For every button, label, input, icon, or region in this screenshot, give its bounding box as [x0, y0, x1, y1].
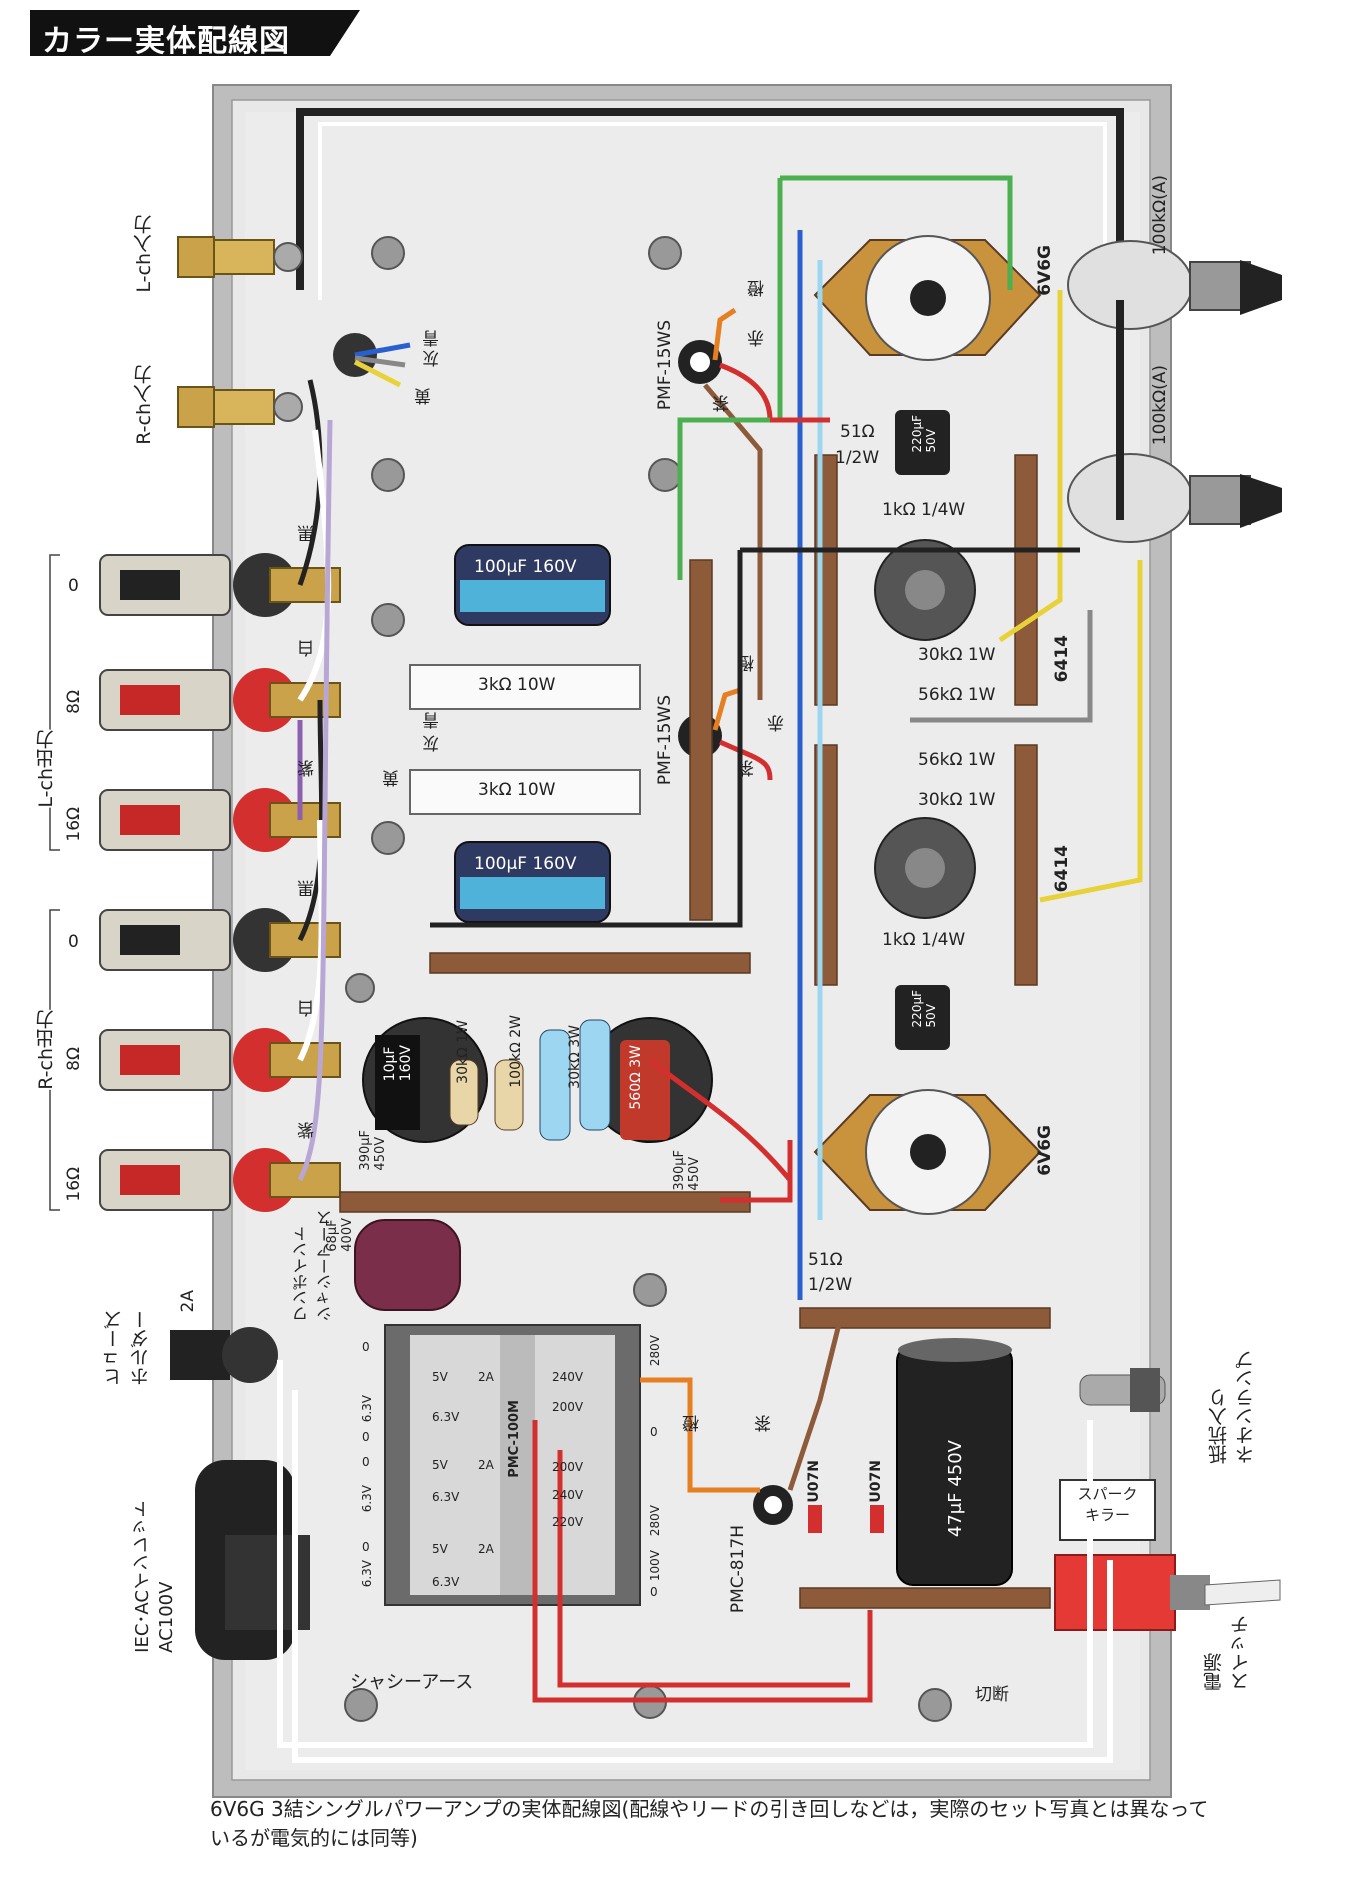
figure-caption: 6V6G 3結シングルパワーアンプの実体配線図(配線やリードの引き回しなどは，実…	[210, 1797, 1209, 1850]
chassis-screws	[344, 236, 952, 1722]
choke	[753, 1485, 793, 1525]
header-bar	[30, 10, 360, 56]
cap-220uF-bottom	[895, 985, 950, 1050]
diodes	[808, 1505, 884, 1533]
header-title: カラー実体配線図	[42, 24, 290, 59]
power-switch[interactable]	[1054, 1554, 1281, 1631]
ground-bus-black	[296, 108, 1124, 300]
cap-47uF	[896, 1338, 1013, 1586]
resistor-3k-bottom	[409, 769, 641, 815]
lch-input-jack[interactable]	[177, 236, 303, 278]
resistors-mid	[449, 1019, 611, 1141]
cap-220uF-top	[895, 410, 950, 475]
power-tube-top	[813, 235, 1042, 361]
fuse-holder[interactable]	[170, 1327, 278, 1383]
neon-lamp	[1079, 1368, 1166, 1412]
cap-100uF-top	[454, 544, 611, 626]
rch-input-jack[interactable]	[177, 386, 303, 428]
resistor-3k-top	[409, 664, 641, 710]
power-tube-bottom	[813, 1089, 1042, 1215]
cap-68uF	[354, 1219, 461, 1311]
cap-100uF-bottom	[454, 841, 611, 923]
driver-tube-top	[874, 539, 976, 641]
output-transformer-top	[678, 307, 773, 700]
pot-a[interactable]	[1067, 240, 1282, 330]
driver-tube-bottom	[874, 817, 976, 919]
spark-killer-box	[1059, 1479, 1156, 1541]
cap-390uF-right	[587, 1017, 713, 1143]
power-transformer	[384, 1324, 641, 1606]
pot-b[interactable]	[1067, 453, 1282, 543]
